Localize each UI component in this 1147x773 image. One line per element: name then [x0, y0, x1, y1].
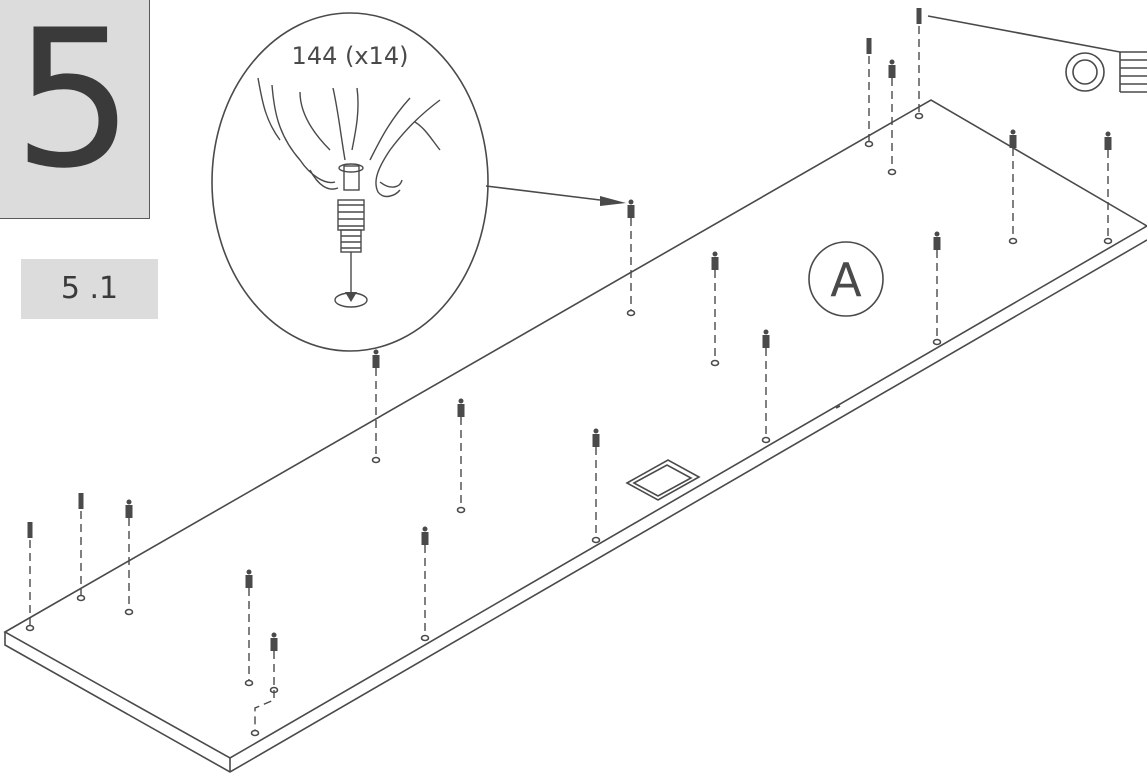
- dowel-fitting: [711, 251, 719, 270]
- dowel-fitting: [592, 428, 600, 447]
- substep-box: 5 .1: [21, 259, 158, 319]
- panel-label: A: [830, 253, 862, 307]
- pin-fitting: [78, 493, 84, 509]
- fitting-reference: [927, 15, 1147, 93]
- fitting-hole: [626, 309, 636, 317]
- fitting-hole: [76, 594, 86, 602]
- dowel-fitting: [888, 59, 896, 78]
- fitting-hole: [761, 436, 771, 444]
- fitting-hole: [887, 168, 897, 176]
- fitting-hole: [25, 624, 35, 632]
- dowel-fitting: [762, 329, 770, 348]
- panel-a: [3, 99, 1147, 773]
- dowel-fitting: [1009, 129, 1017, 148]
- step-number-box: 5: [0, 0, 150, 219]
- fitting-hole: [1008, 237, 1018, 245]
- pin-fitting: [27, 522, 33, 538]
- dowel-fitting: [372, 349, 380, 368]
- fitting-hole: [864, 140, 874, 148]
- fitting-hole: [124, 608, 134, 616]
- panel-label-circle: A: [808, 241, 884, 317]
- dowel-fitting: [933, 231, 941, 250]
- substep-label: 5 .1: [60, 271, 119, 306]
- fitting-hole: [250, 729, 260, 737]
- dowel-fitting: [627, 199, 635, 218]
- detail-callout: 144 (x14): [211, 12, 626, 352]
- fitting-hole: [932, 338, 942, 346]
- dowel-fitting: [421, 526, 429, 545]
- fitting-hole: [371, 456, 381, 464]
- fitting-guide-line: [254, 690, 275, 730]
- fitting-hole: [710, 359, 720, 367]
- fitting-hole: [591, 536, 601, 544]
- dowel-fitting: [1104, 131, 1112, 150]
- fitting-hole: [914, 112, 924, 120]
- fitting-hole: [244, 679, 254, 687]
- dowel-fitting: [245, 569, 253, 588]
- fittings-group: [25, 8, 1113, 737]
- fitting-hole: [1103, 237, 1113, 245]
- fitting-hole: [420, 634, 430, 642]
- dowel-fitting: [125, 499, 133, 518]
- pin-fitting: [916, 8, 922, 24]
- step-number: 5: [13, 0, 134, 210]
- dowel-fitting: [270, 632, 278, 651]
- part-quantity-label: 144 (x14): [292, 42, 409, 70]
- fitting-hole: [456, 506, 466, 514]
- dowel-fitting: [457, 398, 465, 417]
- pin-fitting: [866, 38, 872, 54]
